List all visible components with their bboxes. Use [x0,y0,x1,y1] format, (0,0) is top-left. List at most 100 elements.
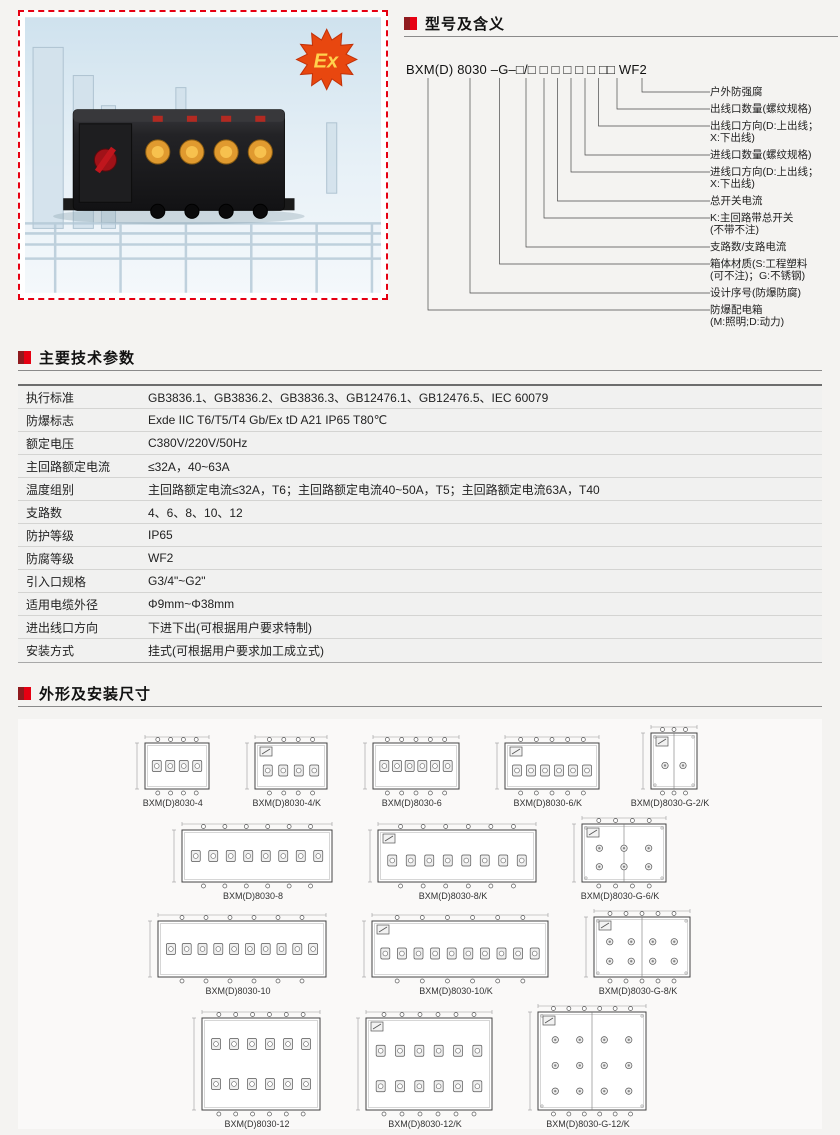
outline-drawing-item: BXM(D)8030-G-12/K [524,1002,652,1129]
code-meaning-label: 出线口数量(螺纹规格) [710,103,812,115]
outline-drawing-item: BXM(D)8030-4 [131,733,215,808]
outline-drawing [641,725,698,796]
outline-drawing [134,735,210,796]
drawing-label: BXM(D)8030-G-6/K [580,891,660,901]
cable-glands [150,203,268,219]
drawing-label: BXM(D)8030-8/K [418,891,488,901]
param-value: GB3836.1、GB3836.2、GB3836.3、GB12476.1、GB1… [148,390,549,405]
param-row: 安装方式 挂式(可根据用户要求加工成立式) [18,639,822,662]
param-name: 引入口规格 [26,574,87,589]
outline-drawing [192,1010,321,1117]
model-code: BXM(D) 8030 –G–□/□ □ □ □ □ □ □□ WF2 [406,62,647,77]
indicator-lamps [152,115,266,122]
param-row: 主回路额定电流≤32A，40~63A [18,455,822,478]
code-meaning-label: 防爆配电箱 (M:照明;D:动力) [710,304,785,328]
param-row: 温度组别 主回路额定电流≤32A，T6；主回路额定电流40~50A，T5；主回路额… [18,478,822,501]
outline-drawing [584,909,691,984]
outline-drawing-item: BXM(D)8030-G-6/K [568,814,672,901]
outline-drawing [362,735,460,796]
params-table: 执行标准 GB3836.1、GB3836.2、GB3836.3、GB12476.1… [18,384,822,663]
param-value: G3/4"~G2" [148,574,206,588]
pipe-rack [25,222,381,293]
outline-drawing-item: BXM(D)8030-6 [359,733,465,808]
param-row: 执行标准 GB3836.1、GB3836.2、GB3836.3、GB12476.1… [18,386,822,409]
model-section: 型号及含义 BXM(D) 8030 –G–□/□ □ □ □ □ □ □□ WF… [404,16,838,350]
model-section-header: 型号及含义 [404,16,838,37]
drawing-label: BXM(D)8030-4/K [252,798,321,808]
param-value: 下进下出(可根据用户要求特制) [148,620,312,635]
param-row: 额定电压 C380V/220V/50Hz [18,432,822,455]
code-meaning-label: 箱体材质(S:工程塑料 (可不注)；G:不锈钢) [710,258,808,282]
param-name: 适用电缆外径 [26,597,99,612]
outline-drawing [368,822,537,889]
param-name: 执行标准 [26,390,75,405]
param-row: 进出线口方向 下进下出(可根据用户要求特制) [18,616,822,639]
param-value: 主回路额定电流≤32A，T6；主回路额定电流40~50A，T5；主回路额定电流6… [148,482,600,497]
box-shadow [53,208,305,225]
params-section-header: 主要技术参数 [18,350,822,371]
param-row: 防腐等级 WF2 [18,547,822,570]
outline-drawing [528,1004,647,1117]
param-name: 防爆标志 [26,413,75,428]
ex-mark-icon: Ex [295,28,359,91]
drawing-label: BXM(D)8030-10 [205,986,271,996]
outline-drawing [148,913,327,984]
param-name: 防护等级 [26,528,75,543]
outline-drawing [244,735,328,796]
code-meaning-label: 设计序号(防爆防腐) [710,287,801,299]
outline-drawing-item: BXM(D)8030-12 [188,1008,326,1129]
outline-drawing-item: BXM(D)8030-12/K [352,1008,498,1129]
param-name: 防腐等级 [26,551,75,566]
product-photo: Ex [25,17,381,293]
code-meaning-label: 总开关电流 [710,195,763,207]
outline-drawing [494,735,600,796]
ex-mark-text: Ex [314,51,339,73]
section-bullet-icon [18,351,31,364]
outline-drawing-item: BXM(D)8030-G-8/K [580,907,696,996]
drawing-label: BXM(D)8030-12 [224,1119,290,1129]
main-switch-handle [93,146,118,174]
section-bullet-icon [18,687,31,700]
drawings-section-header: 外形及安装尺寸 [18,686,822,707]
section-bullet-icon [404,17,417,30]
param-value: 挂式(可根据用户要求加工成立式) [148,644,324,658]
drawing-label: BXM(D)8030-6 [381,798,442,808]
drawing-label: BXM(D)8030-G-2/K [630,798,710,808]
drawing-label: BXM(D)8030-4 [142,798,203,808]
param-name: 进出线口方向 [26,620,99,635]
distribution-box [63,109,295,219]
param-name: 支路数 [26,505,63,520]
outline-drawing-item: BXM(D)8030-8/K [364,820,542,901]
param-value: ≤32A，40~63A [148,459,230,474]
section-title: 型号及含义 [425,16,506,33]
outline-drawing-item: BXM(D)8030-4/K [241,733,333,808]
outline-drawing [356,1010,493,1117]
section-title: 主要技术参数 [39,350,136,367]
param-row: 引入口规格 G3/4"~G2" [18,570,822,593]
drawing-label: BXM(D)8030-G-8/K [598,986,678,996]
param-name: 温度组别 [26,482,75,497]
outline-drawing-item: BXM(D)8030-10 [144,911,332,996]
section-title: 外形及安装尺寸 [39,686,152,703]
param-name: 安装方式 [26,644,75,658]
code-meaning-label: 出线口方向(D:上出线； X:下出线) [710,120,819,144]
param-value: WF2 [148,551,174,565]
drawings-row: BXM(D)8030-8 BXM(D)8030-8/K BXM(D)8030-G-6… [18,814,822,901]
param-value: C380V/220V/50Hz [148,436,248,450]
drawings-row: BXM(D)8030-10 BXM(D)8030-10/K BXM(D)8030-G… [18,907,822,996]
drawing-label: BXM(D)8030-6/K [513,798,582,808]
params-section: 主要技术参数 执行标准 GB3836.1、GB3836.2、GB3836.3、GB… [18,350,822,663]
drawing-label: BXM(D)8030-8 [222,891,284,901]
outline-drawing-item: BXM(D)8030-G-2/K [630,723,710,808]
drawing-label: BXM(D)8030-10/K [419,986,493,996]
drawing-label: BXM(D)8030-G-12/K [546,1119,630,1129]
product-photo-frame: Ex [18,10,388,300]
outline-drawing [172,822,333,889]
param-name: 额定电压 [26,436,75,451]
outline-drawing-item: BXM(D)8030-6/K [491,733,605,808]
